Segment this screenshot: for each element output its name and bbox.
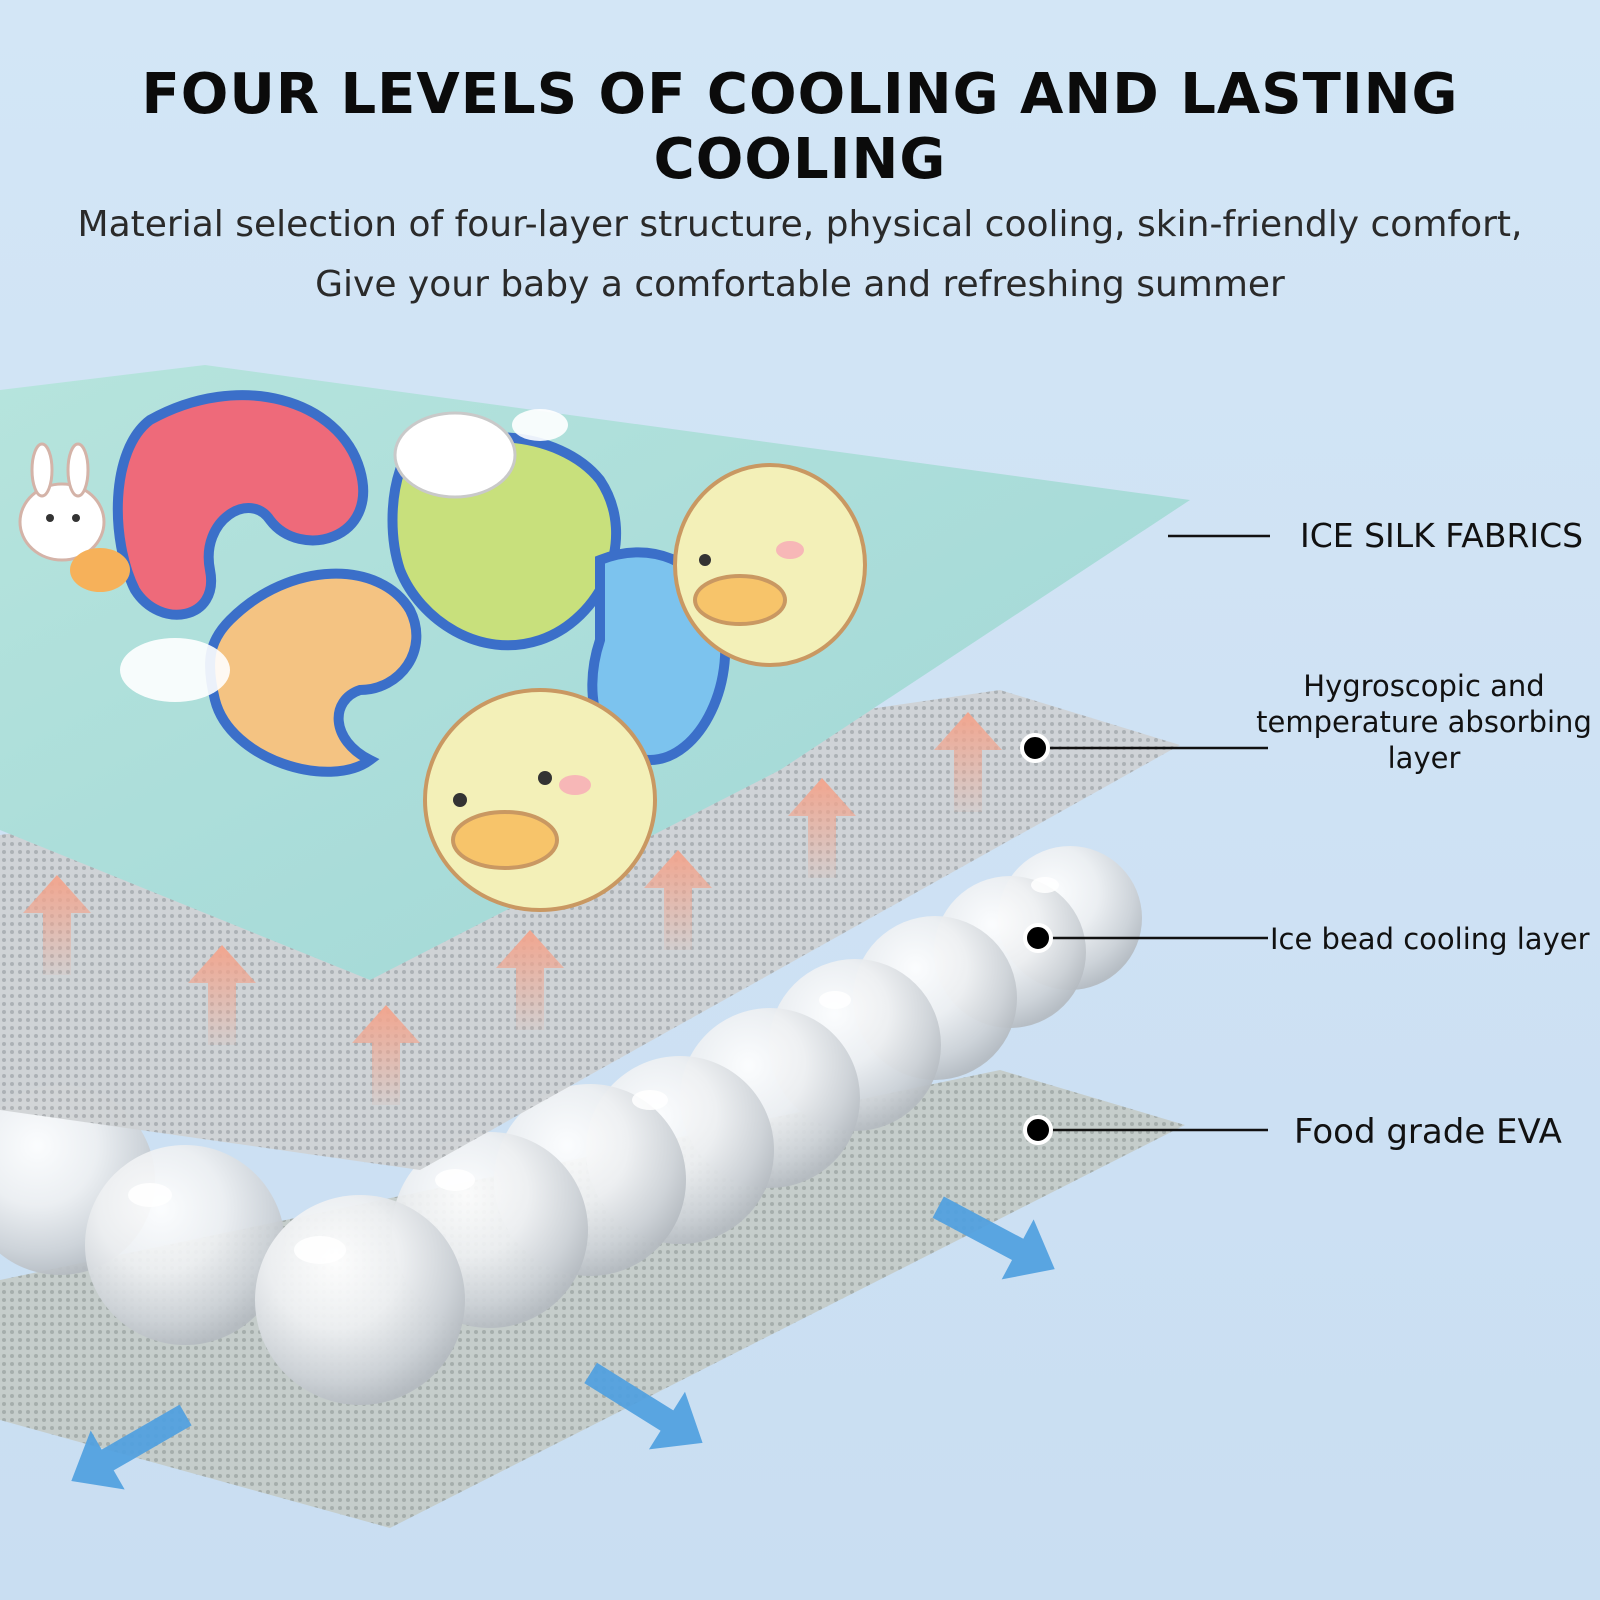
ice-bead-layer <box>0 846 1142 1405</box>
label-food-grade-eva: Food grade EVA <box>1294 1112 1562 1152</box>
arrow-down-left-icon <box>71 1404 192 1490</box>
callout-2 <box>1020 733 1268 763</box>
ice-silk-fabric-layer <box>0 365 1190 980</box>
label-hygroscopic-line-1: Hygroscopic and <box>1303 669 1545 703</box>
arrow-up-icon <box>644 850 712 950</box>
label-ice-bead-layer: Ice bead cooling layer <box>1270 922 1590 956</box>
arrow-up-icon <box>934 712 1002 812</box>
arrow-up-icon <box>496 930 564 1030</box>
label-ice-silk-fabrics: ICE SILK FABRICS <box>1300 516 1584 555</box>
arrow-up-icon <box>352 1005 420 1105</box>
duck-figure <box>423 688 657 912</box>
duck-figure <box>673 463 867 667</box>
arrow-down-right-icon <box>932 1196 1055 1280</box>
cool-arrows <box>71 1196 1055 1490</box>
eva-layer <box>0 1070 1185 1528</box>
arrow-up-icon <box>788 778 856 878</box>
label-hygroscopic-layer: Hygroscopic and temperature absorbing la… <box>1248 668 1600 776</box>
dot-marker-icon <box>1023 923 1053 953</box>
headline: FOUR LEVELS OF COOLING AND LASTING COOLI… <box>141 62 1459 192</box>
arrow-up-icon <box>23 875 91 975</box>
arrow-down-right-icon <box>584 1362 703 1450</box>
arrow-up-icon <box>188 945 256 1045</box>
dot-marker-icon <box>1023 1115 1053 1145</box>
heat-arrows <box>23 712 1002 1105</box>
dot-marker-icon <box>1020 733 1050 763</box>
callout-4 <box>1023 1115 1268 1145</box>
bunny-figure <box>18 442 130 592</box>
callout-3 <box>1023 923 1268 953</box>
label-hygroscopic-line-2: temperature absorbing <box>1256 705 1592 739</box>
label-hygroscopic-line-3: layer <box>1387 741 1461 775</box>
subtitle-line-1: Material selection of four-layer structu… <box>77 204 1523 245</box>
subtitle-line-2: Give your baby a comfortable and refresh… <box>315 264 1285 305</box>
